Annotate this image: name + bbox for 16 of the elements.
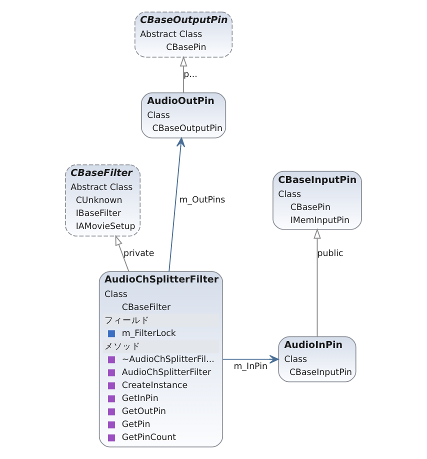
node-box: CBaseFilter Abstract Class CUnknown IBaseFilter IAMovieSetup <box>65 164 141 236</box>
edge-label: private <box>124 248 154 259</box>
node-box: AudioOutPin Class CBaseOutputPin <box>141 92 226 138</box>
arrow <box>115 234 130 272</box>
node-box: CBaseInputPin Class CBasePin IMemInputPin <box>272 170 362 230</box>
arrow <box>222 354 279 364</box>
edge-label: m_OutPins <box>179 196 226 206</box>
node-box: AudioInPin Class CBaseInputPin <box>278 336 356 382</box>
edge-label: m_InPin <box>234 362 268 372</box>
node-box: AudioChSplitterFilter Class CBaseFilter フィールド m_FilterLock メソッド ~AudioChSplitterFil... AudioChSplitterFilter CreateInstance GetInPin GetOutPin GetPin GetPinCount <box>98 271 224 448</box>
edge-label: public <box>317 248 344 259</box>
node-box: CBaseOutputPin Abstract Class CBasePin <box>134 12 233 58</box>
arrow <box>180 56 188 93</box>
edge-label: p... <box>184 70 198 80</box>
arrow <box>168 137 186 272</box>
arrow <box>314 228 321 338</box>
